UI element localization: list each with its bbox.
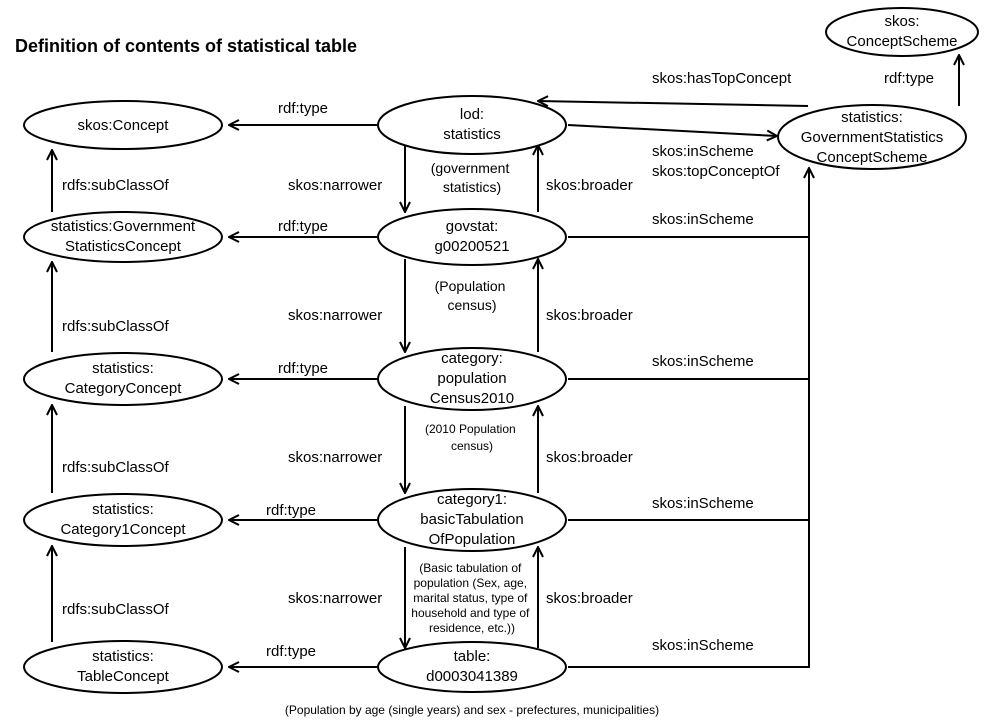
svg-text:lod:: lod: xyxy=(460,106,484,123)
svg-text:ConceptScheme: ConceptScheme xyxy=(847,33,958,50)
node-skos-concept: skos:Concept xyxy=(23,100,223,150)
node-lod-statistics: lod: statistics xyxy=(377,95,567,155)
svg-text:statistics:: statistics: xyxy=(92,360,154,377)
label-rdf-type-3: rdf:type xyxy=(278,360,328,377)
svg-text:OfPopulation: OfPopulation xyxy=(429,531,516,548)
label-broader-3: skos:broader xyxy=(546,449,633,466)
svg-text:category:: category: xyxy=(441,350,503,367)
edges xyxy=(52,55,959,668)
edge-lod-to-scheme xyxy=(567,124,777,136)
node-category1-concept: statistics: Category1Concept xyxy=(23,493,223,547)
svg-text:statistics:: statistics: xyxy=(92,501,154,518)
label-narrower-4: skos:narrower xyxy=(288,590,382,607)
label-lod-inscheme: skos:inScheme xyxy=(652,143,754,160)
node-govstat: govstat: g00200521 xyxy=(377,208,567,266)
svg-text:population: population xyxy=(437,370,506,387)
svg-text:statistics:: statistics: xyxy=(841,109,903,126)
label-narrower-2: skos:narrower xyxy=(288,307,382,324)
svg-text:table:: table: xyxy=(454,648,491,665)
label-inscheme-4: skos:inScheme xyxy=(652,637,754,654)
notes: (government statistics) (Population cens… xyxy=(411,160,532,635)
label-rdf-type-1: rdf:type xyxy=(278,100,328,117)
svg-text:Census2010: Census2010 xyxy=(430,390,514,407)
node-category-population-census: category: population Census2010 xyxy=(377,347,567,411)
node-government-statistics-concept: statistics:Government StatisticsConcept xyxy=(23,211,223,263)
label-subclass-4: rdfs:subClassOf xyxy=(62,601,170,618)
svg-text:CategoryConcept: CategoryConcept xyxy=(65,380,183,397)
label-subclass-3: rdfs:subClassOf xyxy=(62,459,170,476)
label-inscheme-3: skos:inScheme xyxy=(652,495,754,512)
svg-text:TableConcept: TableConcept xyxy=(77,668,170,685)
label-scheme-rdf-type: rdf:type xyxy=(884,70,934,87)
svg-text:g00200521: g00200521 xyxy=(434,238,509,255)
svg-text:d0003041389: d0003041389 xyxy=(426,668,518,685)
svg-text:category1:: category1: xyxy=(437,491,507,508)
svg-text:skos:Concept: skos:Concept xyxy=(78,117,170,134)
svg-text:ConceptScheme: ConceptScheme xyxy=(817,149,928,166)
node-government-statistics-concept-scheme: statistics: GovernmentStatistics Concept… xyxy=(777,104,967,170)
svg-text:statistics: statistics xyxy=(443,126,501,143)
note-population-census: (Population census) xyxy=(435,278,510,313)
svg-text:Category1Concept: Category1Concept xyxy=(60,521,186,538)
node-category1-basic-tabulation: category1: basicTabulation OfPopulation xyxy=(377,488,567,552)
label-subclass-2: rdfs:subClassOf xyxy=(62,318,170,335)
svg-text:skos:: skos: xyxy=(884,13,919,30)
label-narrower-3: skos:narrower xyxy=(288,449,382,466)
edge-scheme-hastopconcept xyxy=(538,101,809,106)
label-inscheme-1: skos:inScheme xyxy=(652,211,754,228)
label-broader-2: skos:broader xyxy=(546,307,633,324)
node-skos-concept-scheme: skos: ConceptScheme xyxy=(825,7,979,57)
svg-text:statistics:Government: statistics:Government xyxy=(51,218,196,235)
node-category-concept: statistics: CategoryConcept xyxy=(23,352,223,406)
label-rdf-type-4: rdf:type xyxy=(266,502,316,519)
svg-text:StatisticsConcept: StatisticsConcept xyxy=(65,238,182,255)
svg-text:statistics:: statistics: xyxy=(92,648,154,665)
label-subclass-1: rdfs:subClassOf xyxy=(62,177,170,194)
label-lod-topconceptof: skos:topConceptOf xyxy=(652,163,780,180)
diagram-title: Definition of contents of statistical ta… xyxy=(15,36,357,56)
note-basic-tabulation: (Basic tabulation of population (Sex, ag… xyxy=(411,561,532,635)
svg-text:GovernmentStatistics: GovernmentStatistics xyxy=(801,129,944,146)
label-broader-1: skos:broader xyxy=(546,177,633,194)
svg-text:basicTabulation: basicTabulation xyxy=(420,511,523,528)
svg-text:govstat:: govstat: xyxy=(446,218,499,235)
note-government-statistics: (government statistics) xyxy=(431,160,513,195)
diagram-caption: (Population by age (single years) and se… xyxy=(285,703,659,717)
label-broader-4: skos:broader xyxy=(546,590,633,607)
edge-labels: rdf:type rdf:type rdf:type rdf:type rdf:… xyxy=(62,70,934,660)
label-rdf-type-5: rdf:type xyxy=(266,643,316,660)
note-2010-population-census: (2010 Population census) xyxy=(425,422,519,453)
node-table-concept: statistics: TableConcept xyxy=(23,640,223,694)
label-rdf-type-2: rdf:type xyxy=(278,218,328,235)
label-hastopconcept: skos:hasTopConcept xyxy=(652,70,792,87)
node-table: table: d0003041389 xyxy=(377,641,567,693)
label-narrower-1: skos:narrower xyxy=(288,177,382,194)
label-inscheme-2: skos:inScheme xyxy=(652,353,754,370)
